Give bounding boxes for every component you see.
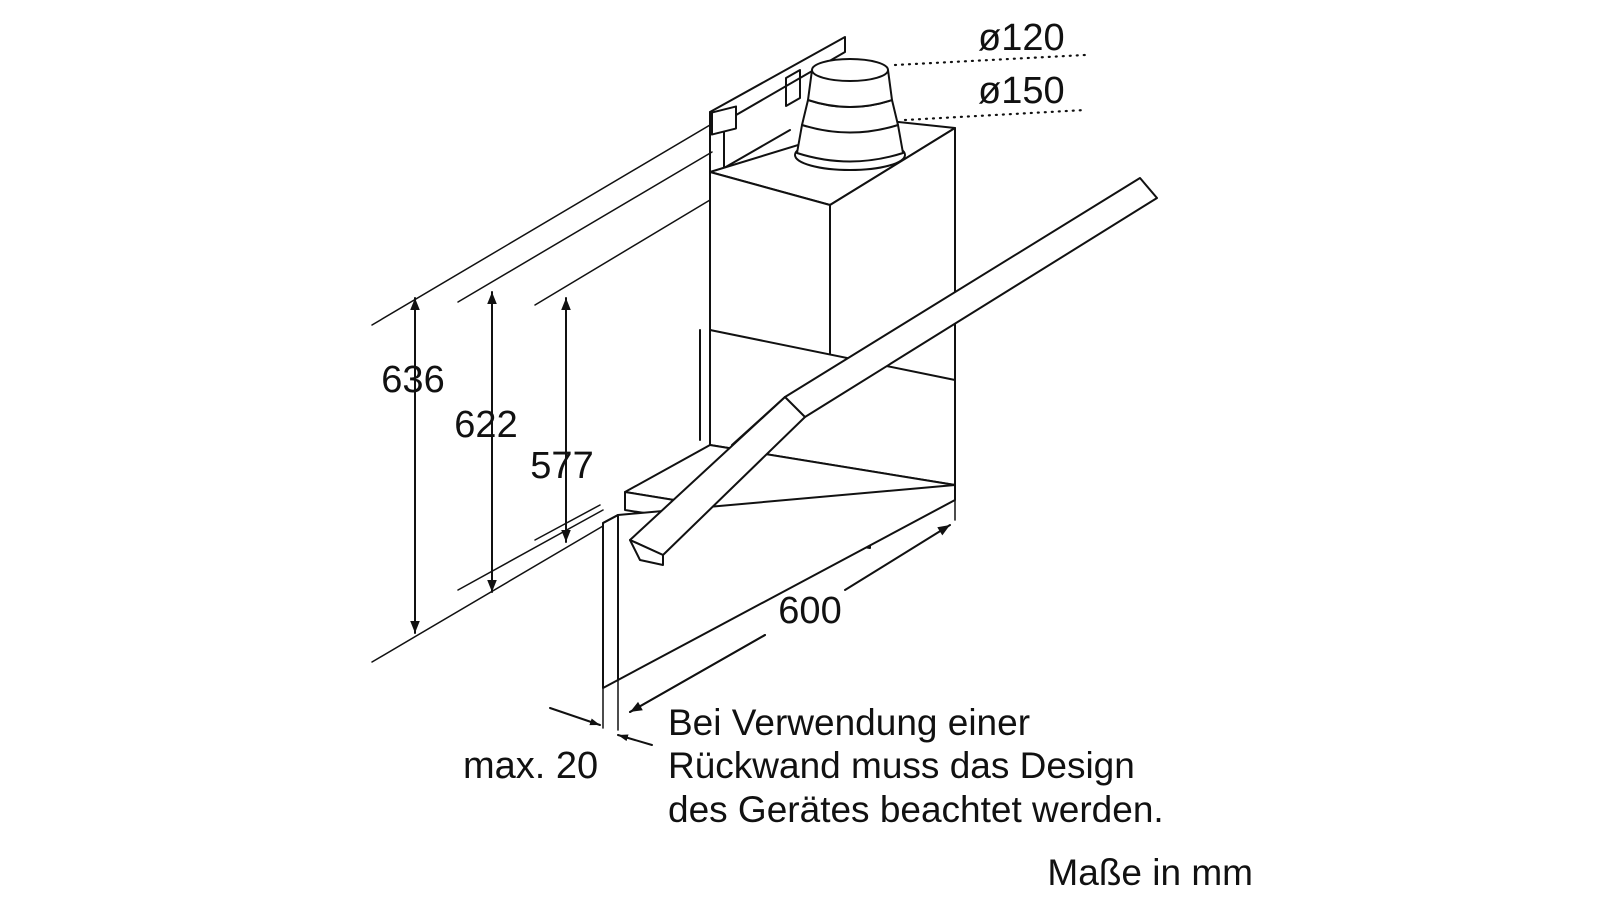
exhaust-connector bbox=[794, 58, 906, 171]
diameter-callout-150: ø150 bbox=[903, 70, 1087, 122]
wall-gap-dimension: max. 20 bbox=[463, 707, 653, 787]
diameter-callout-120: ø120 bbox=[893, 17, 1087, 67]
diameter-label-150: ø150 bbox=[978, 70, 1065, 112]
note-line-2: Rückwand muss das Design bbox=[668, 745, 1135, 786]
units-label: Maße in mm bbox=[1047, 852, 1253, 893]
extension-lines bbox=[371, 124, 956, 731]
dimension-label-636: 636 bbox=[381, 359, 444, 401]
dimension-label-622: 622 bbox=[454, 404, 517, 446]
inclined-canopy bbox=[629, 177, 1158, 566]
diameter-label-120: ø120 bbox=[978, 17, 1065, 59]
height-dimension-622: 622 bbox=[454, 291, 518, 593]
dimension-label-max-20: max. 20 bbox=[463, 745, 598, 787]
glass-panel bbox=[602, 484, 956, 689]
dimension-label-577: 577 bbox=[530, 445, 593, 487]
note-line-1: Bei Verwendung einer bbox=[668, 702, 1030, 743]
height-dimension-577: 577 bbox=[530, 297, 594, 543]
width-dimension-600: 600 bbox=[629, 524, 951, 713]
note-line-3: des Gerätes beachtet werden. bbox=[668, 789, 1164, 830]
backwall-note: Bei Verwendung einer Rückwand muss das D… bbox=[668, 702, 1164, 830]
dimension-label-600: 600 bbox=[778, 590, 841, 632]
height-dimension-636: 636 bbox=[381, 297, 445, 634]
